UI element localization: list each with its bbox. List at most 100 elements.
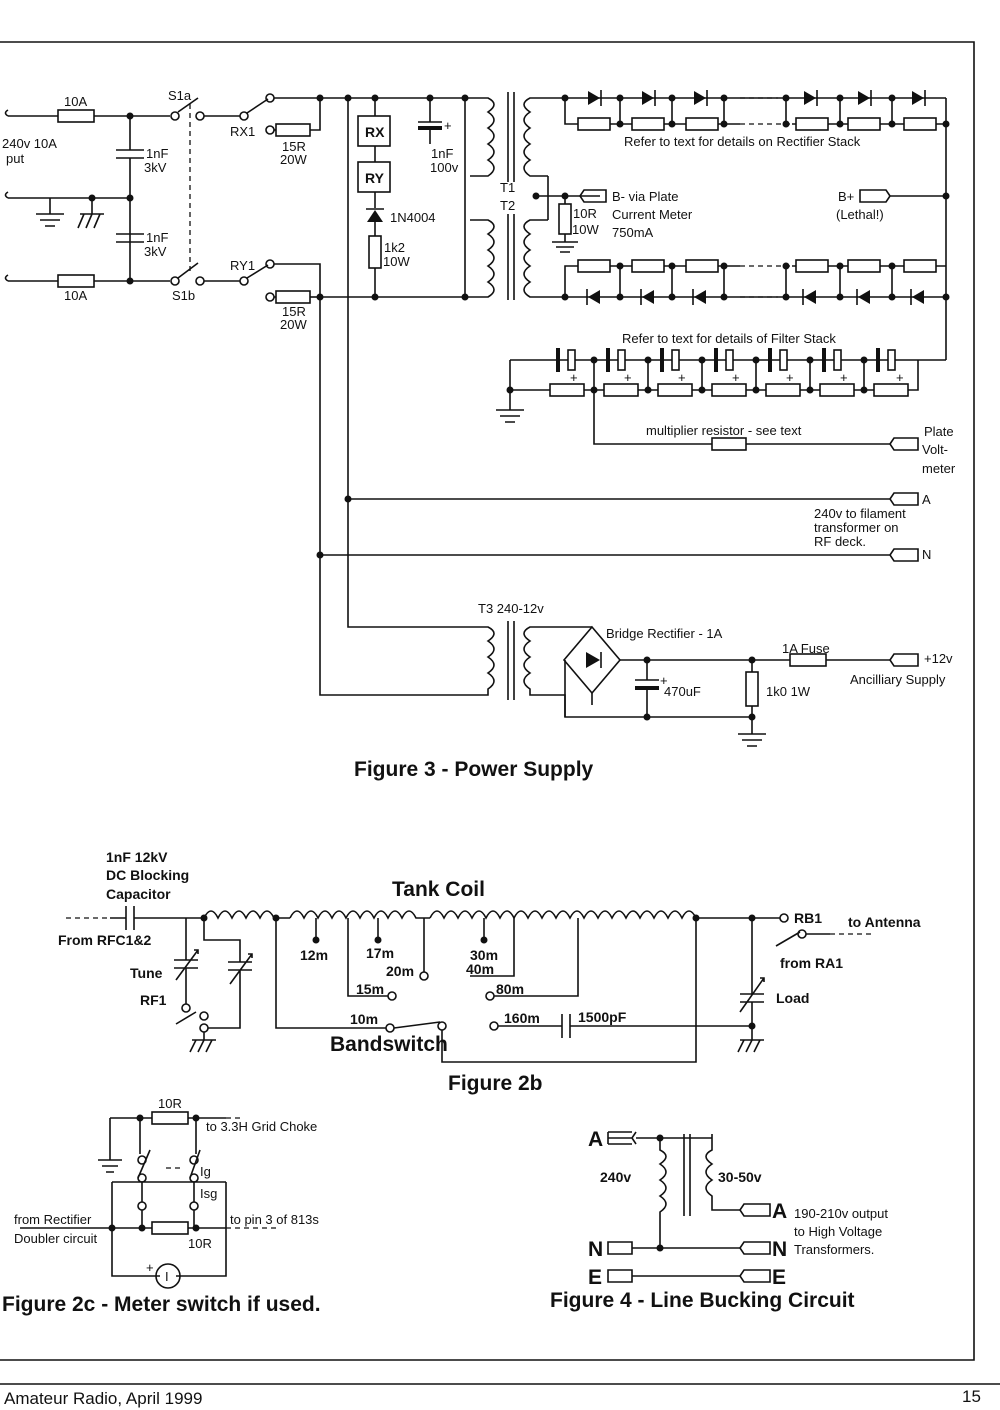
from-rectifier-label-2: Doubler circuit bbox=[14, 1231, 97, 1246]
figure-2b-tank-circuit: 1nF 12kV DC Blocking Capacitor Tank Coil… bbox=[58, 849, 921, 1063]
fuse-bottom-label: 10A bbox=[64, 288, 87, 303]
cap1-value: 1nF bbox=[146, 146, 168, 161]
cap1-voltage: 3kV bbox=[144, 160, 167, 175]
to-pin-label: to pin 3 of 813s bbox=[230, 1212, 319, 1227]
n-left-label: N bbox=[588, 1238, 603, 1261]
fuse-bottom bbox=[57, 274, 95, 288]
plate-voltmeter-label-3: meter bbox=[922, 461, 956, 476]
r10-top-label: 10R bbox=[158, 1096, 182, 1111]
from-ra1-label: from RA1 bbox=[780, 955, 843, 971]
fuse-top-label: 10A bbox=[64, 94, 87, 109]
rectifier-stack-note: Refer to text for details on Rectifier S… bbox=[624, 134, 861, 149]
bplus-label: B+ bbox=[838, 189, 854, 204]
figure-2c-caption: Figure 2c - Meter switch if used. bbox=[2, 1293, 321, 1316]
filter-stack-note: Refer to text for details of Filter Stac… bbox=[622, 331, 836, 346]
cap2-value: 1nF bbox=[146, 230, 168, 245]
from-rectifier-label: from Rectifier bbox=[14, 1212, 92, 1227]
figure-3-power-supply: 10A 240v 10A put 10A 1nF 3kV 1nF 3kV S1a… bbox=[2, 88, 956, 747]
rectifier-stack-top bbox=[548, 90, 950, 131]
switch-s1b-label: S1b bbox=[172, 288, 195, 303]
figure-3-caption: Figure 3 - Power Supply bbox=[354, 758, 594, 781]
tap-17m: 17m bbox=[366, 945, 394, 961]
relay-ry-label: RY bbox=[365, 170, 385, 186]
bminus-label-2: Current Meter bbox=[612, 207, 693, 222]
c1500-label: 1500pF bbox=[578, 1009, 627, 1025]
relay-rx-label: RX bbox=[365, 124, 385, 140]
footer-publication: Amateur Radio, April 1999 bbox=[4, 1389, 202, 1408]
blocking-cap-label-3: Capacitor bbox=[106, 886, 171, 902]
output-note-2: to High Voltage bbox=[794, 1224, 882, 1239]
footer-page-number: 15 bbox=[962, 1387, 981, 1406]
r15a-power: 20W bbox=[280, 152, 307, 167]
input-coil bbox=[203, 910, 290, 920]
svg-text:+: + bbox=[786, 370, 794, 385]
relay-ry1-label: RY1 bbox=[230, 258, 255, 273]
bridge-rectifier-label: Bridge Rectifier - 1A bbox=[606, 626, 723, 641]
cap-1nf-value: 1nF bbox=[431, 146, 453, 161]
figure-4-line-bucking: A 240v 30-50v A 190-210v output to High … bbox=[588, 1128, 888, 1289]
r1k2-power: 10W bbox=[383, 254, 410, 269]
r15a-value: 15R bbox=[282, 139, 306, 154]
transformer-t3 bbox=[465, 621, 548, 700]
figure-2c-meter-switch: 10R to 3.3H Grid Choke Ig Isg from Recti… bbox=[14, 1096, 319, 1289]
t2-label: T2 bbox=[500, 198, 515, 213]
v3050-label: 30-50v bbox=[718, 1169, 762, 1185]
multiplier-note: multiplier resistor - see text bbox=[646, 423, 802, 438]
filament-a-label: A bbox=[922, 492, 931, 507]
tune-cap-label: Tune bbox=[130, 965, 163, 981]
tank-coil-title: Tank Coil bbox=[392, 878, 485, 901]
svg-text:+: + bbox=[624, 370, 632, 385]
isg-label: Isg bbox=[200, 1186, 217, 1201]
relay-coil-ry bbox=[357, 161, 391, 193]
tank-coil-section-1 bbox=[289, 910, 430, 920]
tap-10m: 10m bbox=[350, 1011, 378, 1027]
bandswitch-label: Bandswitch bbox=[330, 1033, 448, 1056]
cap-polarity: + bbox=[444, 118, 452, 133]
rf1-label: RF1 bbox=[140, 992, 167, 1008]
bminus-label-3: 750mA bbox=[612, 225, 654, 240]
cap-1nf-voltage: 100v bbox=[430, 160, 459, 175]
bminus-label: B- via Plate bbox=[612, 189, 678, 204]
fuse-1a-label: 1A Fuse bbox=[782, 641, 830, 656]
input-label-2: put bbox=[6, 151, 24, 166]
output-note: 190-210v output bbox=[794, 1206, 888, 1221]
transformer-t1 bbox=[470, 92, 548, 182]
r15b-value: 15R bbox=[282, 304, 306, 319]
rectifier-stack-bottom bbox=[548, 259, 950, 305]
e-right-label: E bbox=[772, 1266, 786, 1289]
input-label: 240v 10A bbox=[2, 136, 57, 151]
plate-voltmeter-label-2: Volt- bbox=[922, 442, 948, 457]
ig-label: Ig bbox=[200, 1164, 211, 1179]
c470-polarity: + bbox=[660, 673, 668, 688]
tap-160m: 160m bbox=[504, 1010, 540, 1026]
polarity-mark: + bbox=[570, 370, 578, 385]
a-right-label: A bbox=[772, 1200, 787, 1223]
transformer-t2 bbox=[470, 214, 548, 300]
relay-rx1-label: RX1 bbox=[230, 124, 255, 139]
r15b-power: 20W bbox=[280, 317, 307, 332]
tank-coil-section-2 bbox=[429, 910, 780, 920]
r10-value: 10R bbox=[573, 206, 597, 221]
svg-text:+: + bbox=[732, 370, 740, 385]
svg-text:+: + bbox=[678, 370, 686, 385]
cap2-voltage: 3kV bbox=[144, 244, 167, 259]
meter-symbol: I bbox=[165, 1269, 169, 1284]
blocking-cap-label: 1nF 12kV bbox=[106, 849, 168, 865]
tap-12m: 12m bbox=[300, 947, 328, 963]
ancillary-supply-label: Ancilliary Supply bbox=[850, 672, 946, 687]
load-cap-label: Load bbox=[776, 990, 809, 1006]
grid-choke-label: to 3.3H Grid Choke bbox=[206, 1119, 317, 1134]
relay-rb1-label: RB1 bbox=[794, 910, 822, 926]
blocking-cap-label-2: DC Blocking bbox=[106, 867, 189, 883]
svg-text:+: + bbox=[840, 370, 848, 385]
fuse-top bbox=[57, 109, 95, 123]
figure-2b-caption: Figure 2b bbox=[448, 1072, 543, 1095]
meter-icon bbox=[155, 1263, 181, 1289]
e-left-label: E bbox=[588, 1266, 602, 1289]
diode-1n4004-label: 1N4004 bbox=[390, 210, 436, 225]
plus12-label: +12v bbox=[924, 651, 953, 666]
n-right-label: N bbox=[772, 1238, 787, 1261]
a-left-label: A bbox=[588, 1128, 603, 1151]
tap-15m: 15m bbox=[356, 981, 384, 997]
